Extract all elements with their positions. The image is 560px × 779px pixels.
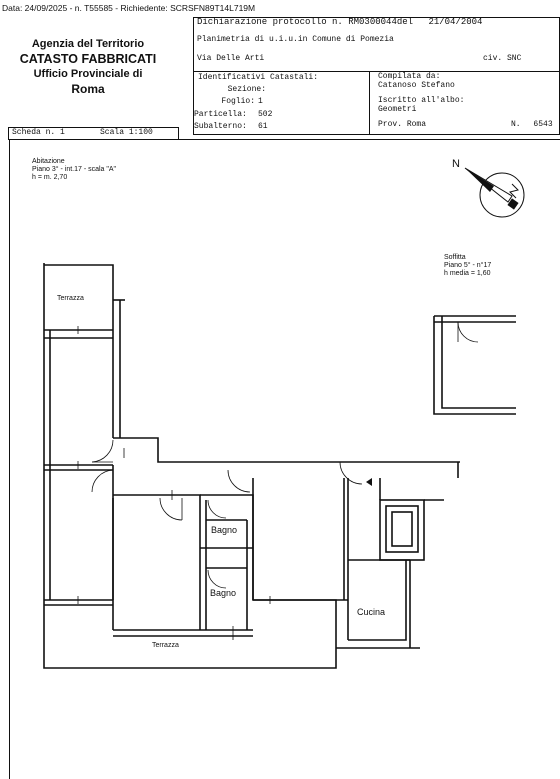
room-label-terrazza-bottom: Terrazza [152, 642, 179, 649]
foglio-value: 1 [258, 97, 263, 106]
address-street: Via Delle Arti [197, 54, 265, 63]
prov-label: Prov. [378, 120, 403, 129]
particella-value: 502 [258, 110, 273, 119]
soffitta-piano: Piano 5° - n°17 [444, 262, 492, 269]
particella-label: Particella: [194, 110, 247, 119]
room-label-cucina: Cucina [357, 607, 386, 617]
albo-number-value: 6543 [533, 120, 553, 129]
room-label-terrazza-top: Terrazza [57, 295, 84, 302]
scala-line: Scala 1:100 [100, 128, 153, 137]
albo-number-line: N. 6543 [511, 120, 553, 129]
subalterno-value: 61 [258, 122, 268, 131]
identificativi-title: Identificativi Catastali: [198, 73, 319, 82]
compilata-name: Catanoso Stefano [378, 81, 455, 90]
room-label-bagno-1: Bagno [211, 525, 238, 535]
compass-north-label: N [452, 158, 460, 170]
declaration-line: Dichiarazione protocollo n. RM0300044del… [197, 17, 482, 27]
soffitta-title: Soffitta [444, 254, 466, 261]
iscritto-label: Iscritto all'albo: [378, 96, 465, 105]
albo-number-label: N. [511, 120, 521, 129]
document-header-line: Data: 24/09/2025 - n. T55585 - Richieden… [2, 3, 256, 13]
prov-line: Prov. Roma [378, 120, 426, 129]
abitazione-altezza: h = m. 2,70 [32, 174, 68, 181]
agency-catasto: CATASTO FABBRICATI [19, 52, 157, 66]
scala-label: Scala [100, 128, 125, 137]
prov-value: Roma [406, 120, 427, 129]
abitazione-title: Abitazione [32, 158, 65, 165]
north-arrow-icon [464, 167, 525, 218]
room-label-bagno-2: Bagno [210, 588, 237, 598]
subalterno-label: Subalterno: [194, 122, 247, 131]
planimetria-line: Planimetria di u.i.u.in Comune di Pomezi… [197, 35, 394, 44]
declaration-del: del [396, 17, 414, 27]
foglio-label: Foglio: [221, 97, 255, 106]
sezione-label: Sezione: [227, 85, 266, 94]
iscritto-value: Geometri [378, 105, 417, 114]
abitazione-piano: Piano 3° - int.17 - scala "A" [32, 166, 117, 173]
scheda-label: Scheda n. [12, 128, 56, 137]
entrance-arrow-icon [366, 478, 372, 486]
scala-value: 1:100 [128, 128, 153, 137]
scheda-line: Scheda n. 1 [12, 128, 65, 137]
scheda-value: 1 [60, 128, 65, 137]
agency-office: Ufficio Provinciale di [33, 68, 143, 80]
address-civ: civ. SNC [483, 54, 522, 63]
declaration-date: 21/04/2004 [428, 17, 483, 27]
compilata-label: Compilata da: [378, 72, 441, 81]
agency-name: Agenzia del Territorio [31, 38, 145, 50]
drawing-frame [9, 139, 560, 779]
declaration-number: RM0300044 [348, 17, 397, 27]
agency-city: Roma [71, 82, 105, 96]
declaration-label: Dichiarazione protocollo n. [197, 17, 343, 27]
soffitta-altezza: h media = 1,60 [444, 270, 491, 277]
